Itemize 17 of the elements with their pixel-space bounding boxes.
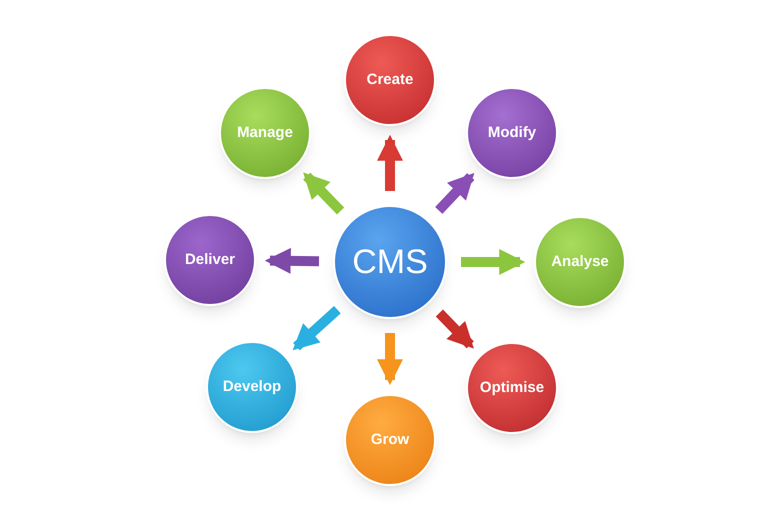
arrow xyxy=(377,134,403,191)
node-label: Optimise xyxy=(480,378,544,398)
node-label: Create xyxy=(366,70,414,90)
node-label: Analyse xyxy=(551,252,609,272)
arrow xyxy=(435,172,474,214)
arrow xyxy=(303,172,344,214)
node-label: Modify xyxy=(488,122,536,143)
node-label: CMS xyxy=(352,242,428,282)
arrow xyxy=(377,333,403,386)
arrow xyxy=(292,306,341,350)
arrow xyxy=(461,249,526,275)
node-label: Grow xyxy=(370,430,410,450)
arrow xyxy=(436,310,474,349)
node-label: Manage xyxy=(237,122,293,143)
node-label: Deliver xyxy=(184,250,236,270)
node-label: Develop xyxy=(222,376,282,397)
arrow xyxy=(264,248,320,274)
